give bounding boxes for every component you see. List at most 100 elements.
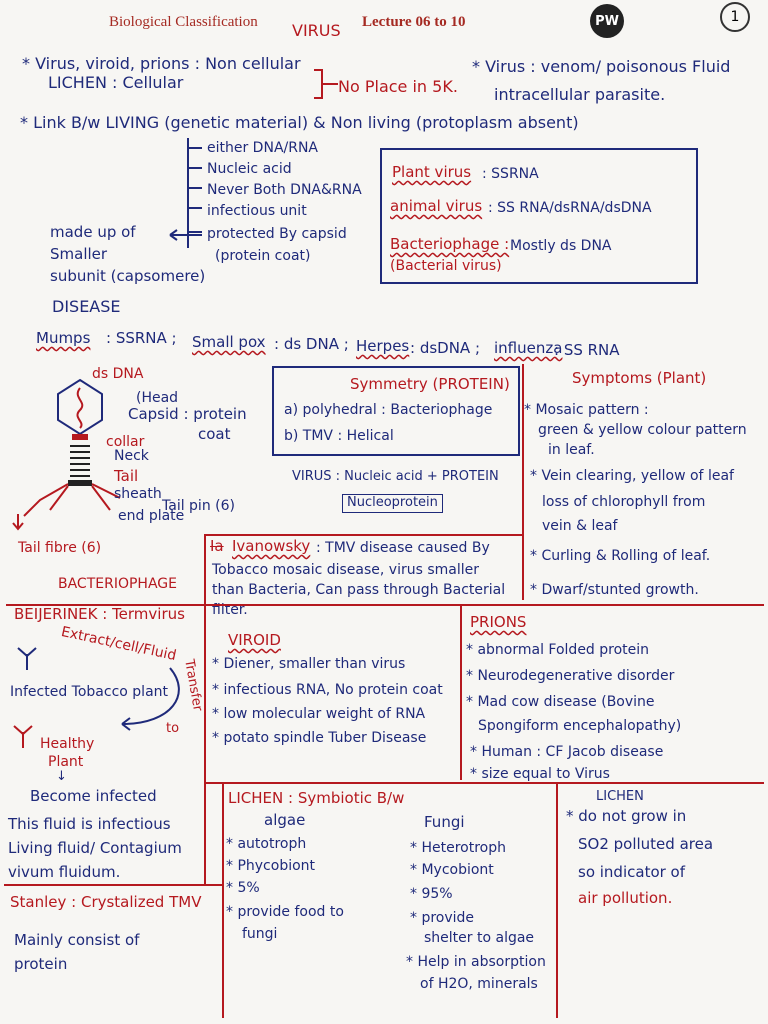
plant-virus-label: Plant virus [392,163,472,181]
divider [222,782,224,1018]
fluid-line: vivum fluidum. [8,863,121,881]
plant-virus-value: : SSRNA [482,166,539,182]
property-item: (protein coat) [215,248,311,264]
stanley-title: Stanley : Crystalized TMV [10,893,202,911]
lichen2-item: so indicator of [578,863,686,881]
fungi-item: * Heterotroph [410,840,506,856]
fungi-item: * 95% [410,886,453,902]
viroid-item: * low molecular weight of RNA [212,706,426,722]
animal-virus-label: animal virus [390,197,483,215]
beijerinek-title: BEIJERINEK : Termvirus [14,605,185,623]
symptom-item: * Dwarf/stunted growth. [530,582,699,598]
healthy-plant-icon [13,725,33,748]
fungi-item: * Help in absorption [406,954,546,970]
label-coat: coat [198,425,231,443]
intro-line1: * Virus, viroid, prions : Non cellular [22,54,301,73]
plant-label: Plant [48,754,84,770]
stanley-line: Mainly consist of [14,931,140,949]
disease-herpes-value: : dsDNA ; [410,339,481,357]
divider [204,534,206,606]
tail-fibre-arrow-icon [12,514,24,531]
disease-herpes: Herpes [356,337,410,355]
phage-label: Bacteriophage : [390,235,510,253]
ivanowsky-text: than Bacteria, Can pass through Bacteria… [212,582,506,598]
viroid-item: * infectious RNA, No protein coat [212,682,443,698]
label-sheath: sheath [114,486,162,502]
property-item: infectious unit [207,203,307,219]
plant-icon [17,647,37,670]
symmetry-box [272,366,520,456]
algae-item: * Phycobiont [226,858,316,874]
divider [460,606,462,780]
label-tail-fibre: Tail fibre (6) [18,540,102,556]
disease-influenza-value: : SS RNA [554,341,620,359]
lecture-range: Lecture 06 to 10 [362,14,466,30]
arrow-left-icon [169,229,202,241]
symptom-item: loss of chlorophyll from [542,494,706,510]
symptoms-title: Symptoms (Plant) [572,369,707,387]
lichen2-title: LICHEN [596,789,644,804]
page-number: 1 [720,2,750,32]
topic-title: VIRUS [292,21,341,40]
ivanowsky-name: Ivanowsky [232,537,311,555]
label-collar: collar [106,434,145,450]
link-line: * Link B/w LIVING (genetic material) & N… [20,113,579,132]
bacteriophage-diagram [23,378,121,517]
divider [204,782,764,784]
symptom-item: * Mosaic pattern : [524,402,649,418]
symptom-item: * Curling & Rolling of leaf. [530,548,711,564]
virus-definition-2: intracellular parasite. [494,85,666,104]
symptom-item: green & yellow colour pattern [538,422,747,438]
fluid-line: This fluid is infectious [8,815,171,833]
disease-influenza: influenza [494,339,563,357]
fungi-heading: Fungi [424,813,465,831]
capsomere-line: Smaller [50,245,108,263]
symmetry-b: b) TMV : Helical [284,428,394,444]
label-tail: Tail [114,467,139,485]
divider [556,782,558,1018]
property-bracket-icon [187,138,202,248]
viroid-item: * Diener, smaller than virus [212,656,406,672]
algae-item: fungi [242,926,278,942]
fungi-item: * Mycobiont [410,862,494,878]
disease-mumps-value: : SSRNA ; [106,329,177,347]
virus-types-box [380,148,698,284]
nucleoprotein-label: Nucleoprotein [342,494,443,513]
divider [204,534,524,536]
healthy-label: Healthy [40,736,95,752]
fungi-item: shelter to algae [424,930,535,946]
prion-item: * Neurodegenerative disorder [466,668,675,684]
symmetry-a: a) polyhedral : Bacteriophage [284,402,493,418]
intro-line2: LICHEN : Cellular [48,73,184,92]
fungi-item: * provide [410,910,475,926]
label-capsid: Capsid : protein [128,405,247,423]
property-item: Nucleic acid [207,161,292,177]
divider [522,364,524,600]
virus-definition-1: * Virus : venom/ poisonous Fluid [472,57,731,76]
divider [204,606,206,886]
transfer-arrow-icon [121,667,180,731]
stanley-line: protein [14,955,68,973]
subject-title: Biological Classification [109,14,258,30]
to-label: to [166,721,180,736]
prion-item: Spongiform encephalopathy) [478,718,682,734]
algae-heading: algae [264,811,306,829]
symmetry-title: Symmetry (PROTEIN) [350,375,510,393]
prion-item: * size equal to Virus [470,766,610,782]
bracket-icon [314,69,338,99]
phage-note: (Bacterial virus) [390,258,502,274]
fluid-line: Living fluid/ Contagium [8,839,182,857]
property-item: Never Both DNA&RNA [207,182,362,198]
prion-item: * Mad cow disease (Bovine [466,694,655,710]
lichen2-item: air pollution. [578,889,673,907]
divider [4,884,222,886]
viroid-title: VIROID [228,631,281,649]
disease-smallpox-value: : ds DNA ; [274,335,349,353]
extract-label: Extract/cell/Fluid [59,623,178,665]
capsomere-line: subunit (capsomere) [50,267,206,285]
prion-item: * abnormal Folded protein [466,642,650,658]
label-neck: Neck [114,448,149,464]
symptom-item: in leaf. [548,442,595,458]
lichen-title: LICHEN : Symbiotic B/w [228,789,405,807]
disease-smallpox: Small pox [192,333,266,351]
